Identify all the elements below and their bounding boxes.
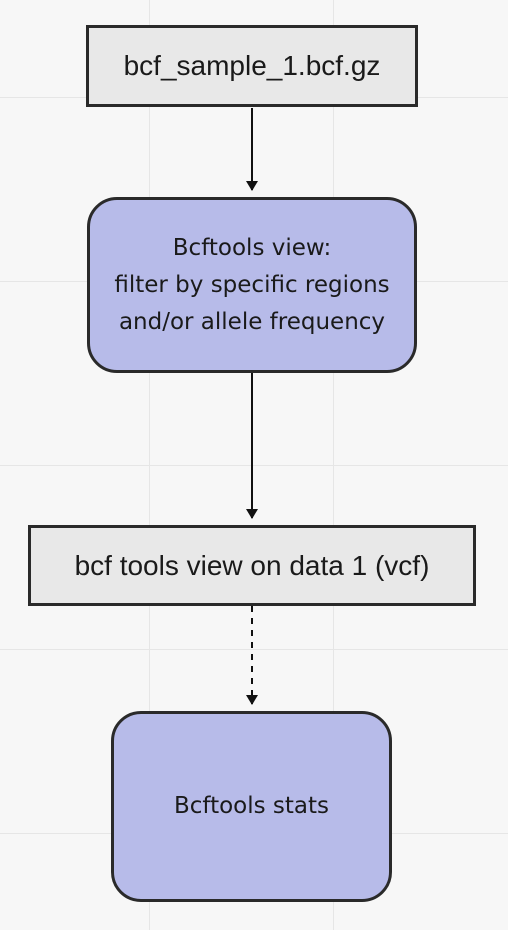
bcftools-view-label-line: Bcftools view:	[172, 234, 332, 261]
bcftools-view-label-line: filter by specific regions	[114, 271, 390, 298]
bcftools-view-label-line: and/or allele frequency	[118, 308, 386, 335]
bcftools-stats-node[interactable]: Bcftools stats	[111, 711, 392, 902]
bcftools-stats-label: Bcftools stats	[173, 793, 330, 819]
bcftools-view-node[interactable]: Bcftools view: filter by specific region…	[87, 197, 417, 373]
input-file-node[interactable]: bcf_sample_1.bcf.gz	[86, 25, 418, 107]
view-output-node[interactable]: bcf tools view on data 1 (vcf)	[28, 525, 476, 606]
view-output-label: bcf tools view on data 1 (vcf)	[74, 549, 430, 581]
input-file-label: bcf_sample_1.bcf.gz	[123, 50, 381, 81]
bcftools-view-label: Bcftools view: filter by specific region…	[114, 230, 389, 341]
